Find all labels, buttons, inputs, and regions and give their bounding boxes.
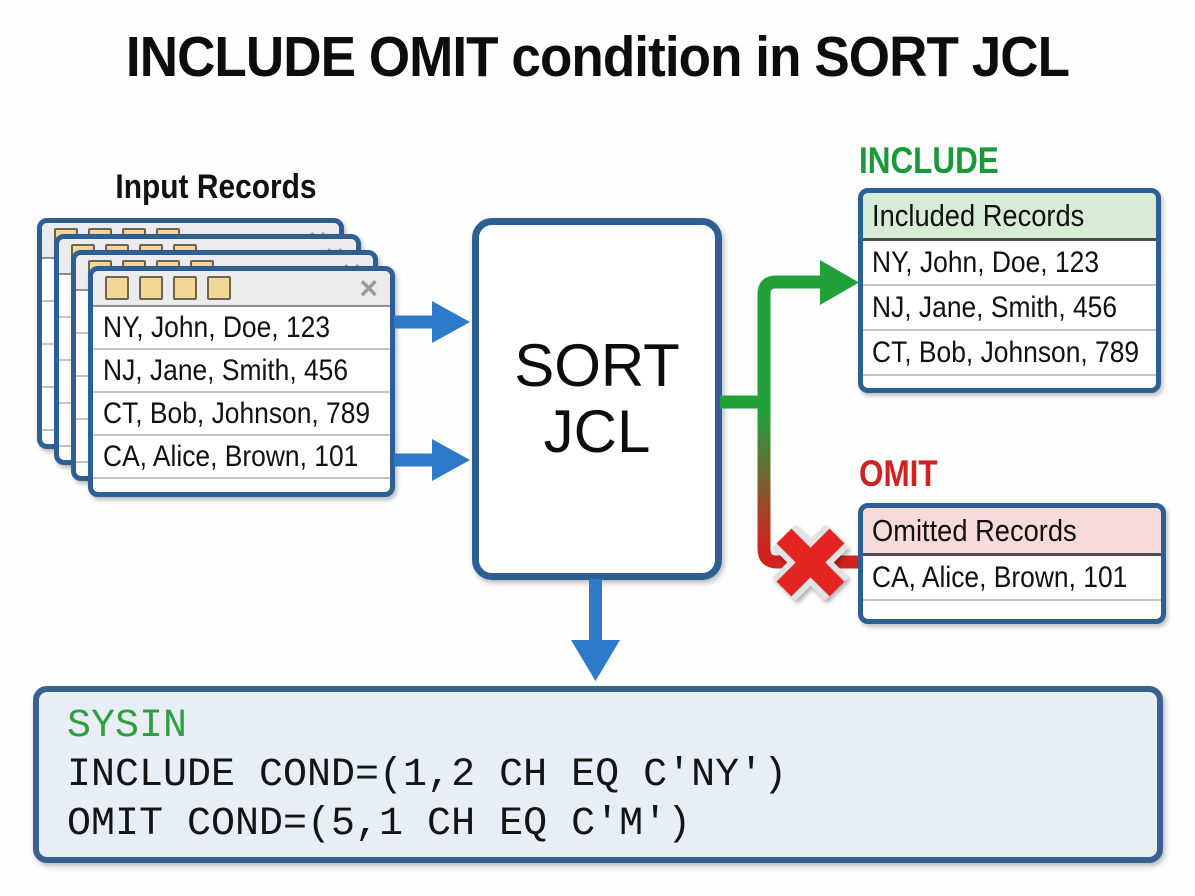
input-record-text: CT, Bob, Johnson, 789 (103, 396, 371, 430)
included-records-header-text: Included Records (872, 197, 1085, 233)
sort-jcl-text-line2: JCL (543, 398, 651, 465)
window-button-icon (105, 276, 129, 300)
window-button-icon (139, 276, 163, 300)
included-record-text: NJ, Jane, Smith, 456 (872, 290, 1118, 324)
omit-label: OMIT (859, 453, 938, 494)
input-records-label: Input Records (115, 168, 317, 206)
input-record-row: NY, John, Doe, 123 (93, 307, 390, 350)
included-records-table: Included Records NY, John, Doe, 123 NJ, … (858, 188, 1161, 393)
window-button-icon (207, 276, 231, 300)
included-record-row: NJ, Jane, Smith, 456 (863, 286, 1156, 331)
window-titlebar: × (93, 271, 390, 307)
input-arrow-bottom-icon (394, 439, 470, 481)
include-connector (720, 260, 859, 409)
sort-jcl-text-line1: SORT (514, 332, 680, 399)
sysin-arrow-icon (571, 579, 620, 681)
omitted-records-header: Omitted Records (863, 508, 1161, 556)
omit-x-icon (772, 524, 849, 601)
sysin-omit-cond: OMIT COND=(5,1 CH EQ C'M') (67, 802, 692, 847)
input-record-text: NY, John, Doe, 123 (103, 310, 331, 344)
input-record-row: CT, Bob, Johnson, 789 (93, 393, 390, 436)
omitted-records-table: Omitted Records CA, Alice, Brown, 101 (858, 503, 1166, 624)
sysin-block: SYSIN INCLUDE COND=(1,2 CH EQ C'NY') OMI… (33, 686, 1163, 863)
included-record-text: NY, John, Doe, 123 (872, 245, 1100, 279)
include-label: INCLUDE (859, 140, 999, 181)
input-record-text: NJ, Jane, Smith, 456 (103, 353, 349, 387)
sysin-include-cond: INCLUDE COND=(1,2 CH EQ C'NY') (67, 753, 788, 798)
input-record-row: CA, Alice, Brown, 101 (93, 436, 390, 479)
omitted-records-header-text: Omitted Records (872, 512, 1077, 548)
sysin-label: SYSIN (67, 704, 188, 749)
input-arrow-top-icon (394, 301, 470, 343)
empty-record-row (863, 601, 1161, 619)
page-title: INCLUDE OMIT condition in SORT JCL (125, 25, 1070, 89)
included-record-text: CT, Bob, Johnson, 789 (872, 335, 1140, 369)
included-record-row: CT, Bob, Johnson, 789 (863, 331, 1156, 376)
included-records-header: Included Records (863, 193, 1156, 241)
input-records-window: × NY, John, Doe, 123 NJ, Jane, Smith, 45… (88, 266, 395, 497)
omitted-record-row: CA, Alice, Brown, 101 (863, 556, 1161, 601)
omitted-record-text: CA, Alice, Brown, 101 (872, 560, 1128, 594)
close-icon: × (359, 270, 378, 306)
included-record-row: NY, John, Doe, 123 (863, 241, 1156, 286)
sort-jcl-box: SORT JCL (472, 218, 722, 580)
input-record-row: NJ, Jane, Smith, 456 (93, 350, 390, 393)
input-record-text: CA, Alice, Brown, 101 (103, 439, 359, 473)
window-button-icon (173, 276, 197, 300)
empty-record-row (863, 376, 1156, 388)
omit-connector (757, 397, 858, 569)
